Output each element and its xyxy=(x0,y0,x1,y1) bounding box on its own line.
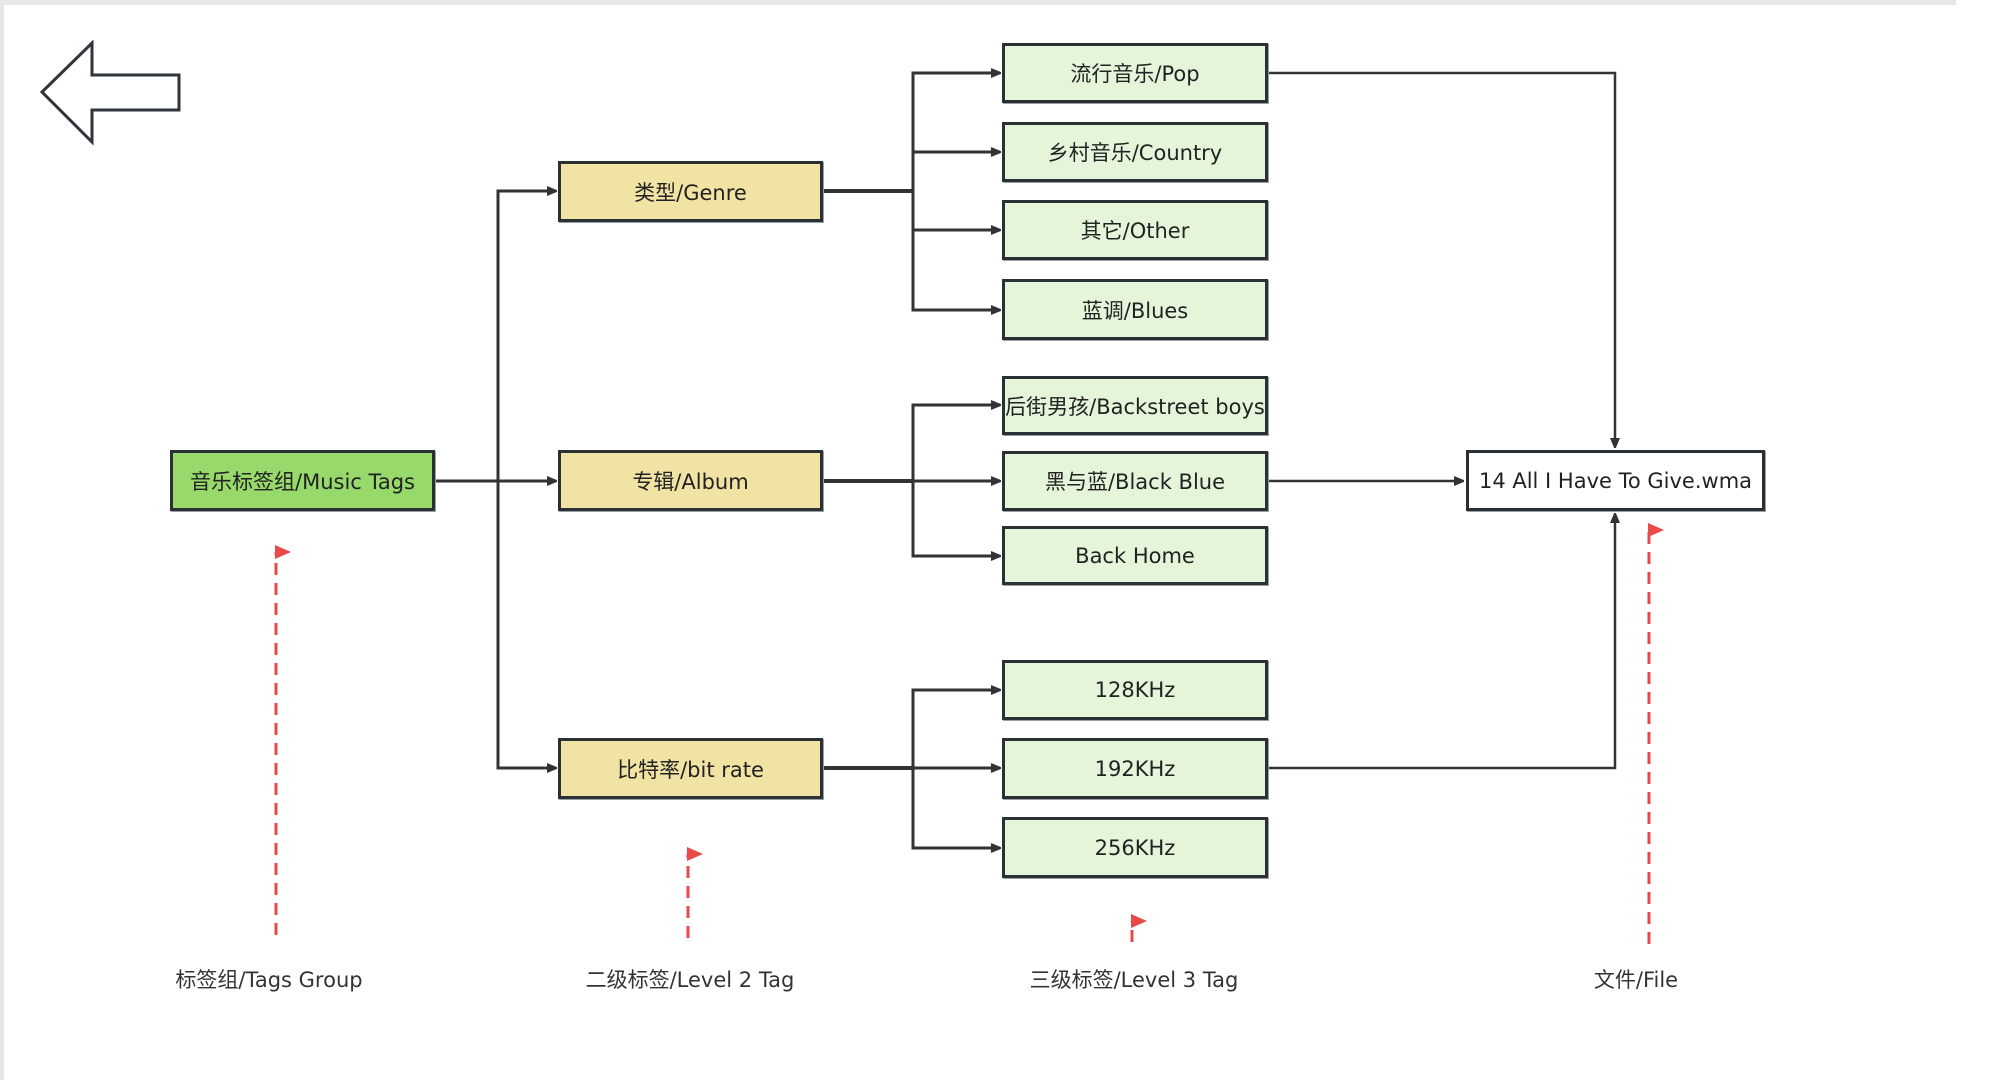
node-backstreet-boys[interactable]: 后街男孩/Backstreet boys xyxy=(1002,376,1268,435)
caption-level3-tag: 三级标签/Level 3 Tag xyxy=(1029,968,1239,992)
node-label: 192KHz xyxy=(1094,756,1176,781)
connector-to-pop xyxy=(911,73,1000,191)
left-border xyxy=(0,0,4,1080)
node-country[interactable]: 乡村音乐/Country xyxy=(1002,122,1268,182)
node-black-blue[interactable]: 黑与蓝/Black Blue xyxy=(1002,451,1268,511)
connector-to-blues xyxy=(911,191,1000,310)
node-blues[interactable]: 蓝调/Blues xyxy=(1002,279,1268,340)
node-label: 14 All I Have To Give.wma xyxy=(1478,468,1753,493)
node-label: 专辑/Album xyxy=(632,469,749,494)
caption-file: 文件/File xyxy=(1593,968,1679,992)
node-file[interactable]: 14 All I Have To Give.wma xyxy=(1466,450,1765,511)
node-label: 类型/Genre xyxy=(634,180,747,205)
node-label: 比特率/bit rate xyxy=(617,757,764,782)
connector-to-256 xyxy=(911,768,1000,848)
node-label: 128KHz xyxy=(1094,678,1176,702)
connector-to-backstreet xyxy=(911,405,1000,481)
connector-to-genre xyxy=(496,191,556,481)
connector-to-128 xyxy=(911,690,1000,768)
node-label: 256KHz xyxy=(1094,835,1176,860)
node-album[interactable]: 专辑/Album xyxy=(558,450,823,511)
node-label: 后街男孩/Backstreet boys xyxy=(1005,394,1265,419)
top-border xyxy=(0,0,1956,5)
caption-level2-tag: 二级标签/Level 2 Tag xyxy=(585,968,795,992)
node-genre[interactable]: 类型/Genre xyxy=(558,161,823,222)
connector-to-bitrate xyxy=(496,481,556,768)
node-back-home[interactable]: Back Home xyxy=(1002,526,1268,585)
node-192khz[interactable]: 192KHz xyxy=(1002,738,1268,799)
node-label: 黑与蓝/Black Blue xyxy=(1044,470,1226,494)
node-label: 蓝调/Blues xyxy=(1081,298,1189,323)
connector-to-other xyxy=(911,191,1000,230)
node-128khz[interactable]: 128KHz xyxy=(1002,660,1268,720)
node-label: 流行音乐/Pop xyxy=(1070,62,1200,86)
node-label: 其它/Other xyxy=(1080,219,1190,243)
node-music-tags[interactable]: 音乐标签组/Music Tags xyxy=(170,450,435,511)
node-pop[interactable]: 流行音乐/Pop xyxy=(1002,43,1268,103)
back-arrow-icon[interactable] xyxy=(38,40,188,150)
node-label: 音乐标签组/Music Tags xyxy=(190,469,415,494)
connector-to-backhome xyxy=(911,481,1000,556)
node-label: 乡村音乐/Country xyxy=(1047,141,1223,165)
connector-pop-to-file xyxy=(1268,71,1615,447)
connector-192-to-file xyxy=(1268,514,1615,770)
node-256khz[interactable]: 256KHz xyxy=(1002,817,1268,878)
node-other[interactable]: 其它/Other xyxy=(1002,200,1268,260)
node-label: Back Home xyxy=(1075,543,1195,568)
caption-tags-group: 标签组/Tags Group xyxy=(175,968,363,992)
node-bit-rate[interactable]: 比特率/bit rate xyxy=(558,738,823,799)
